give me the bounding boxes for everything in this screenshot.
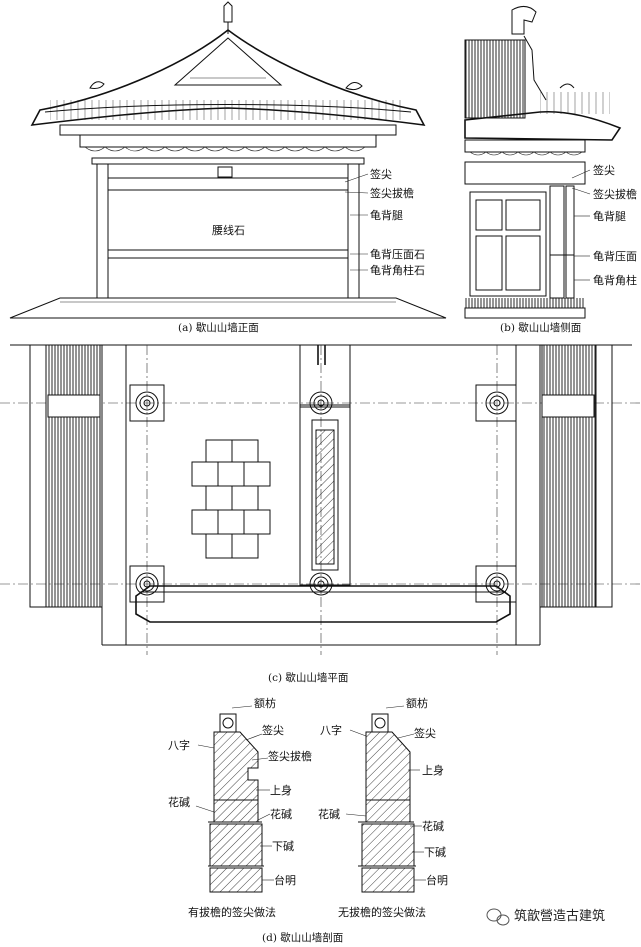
label-a-guibei-yamianshi: 龟背压面石 xyxy=(370,247,425,261)
label-b-guibei-yamian: 龟背压面 xyxy=(593,249,637,263)
label-dr-taiming: 台明 xyxy=(426,873,448,887)
label-a-qianjian: 签尖 xyxy=(370,167,392,181)
label-a-yaoxianshi: 腰线石 xyxy=(212,223,245,237)
label-dr-qianjian: 签尖 xyxy=(414,726,436,740)
label-b-qianjian-baiyan: 签尖拔檐 xyxy=(593,187,637,201)
caption-a: (a) 歇山山墙正面 xyxy=(178,321,259,334)
label-dr-xiajian: 下碱 xyxy=(424,846,446,859)
panel-c-plan xyxy=(0,344,641,655)
label-a-qianjian-baiyan: 签尖拔檐 xyxy=(370,186,414,200)
label-dl-efang: 额枋 xyxy=(254,696,276,710)
label-dl-bazi: 八字 xyxy=(168,738,190,752)
label-dl-qianjian-baiyan: 签尖拔檐 xyxy=(268,749,312,763)
panel-d-left-section xyxy=(195,705,274,893)
label-dl-shangshen: 上身 xyxy=(270,783,292,797)
label-dl-taiming: 台明 xyxy=(274,873,296,887)
watermark-text: 筑歆營造古建筑 xyxy=(514,908,605,924)
label-dl-huajian-1: 花碱 xyxy=(168,796,190,809)
panel-a-front-elevation xyxy=(9,1,447,319)
panel-b-side-elevation xyxy=(464,6,622,319)
panel-d-right-section xyxy=(345,705,426,893)
label-dl-xiajian: 下碱 xyxy=(272,840,294,853)
label-dr-bazi: 八字 xyxy=(320,723,342,737)
label-b-guibeitui: 龟背腿 xyxy=(593,209,626,223)
label-dr-shangshen: 上身 xyxy=(422,763,444,777)
title-dl: 有拔檐的签尖做法 xyxy=(188,905,276,919)
label-dl-qianjian: 签尖 xyxy=(262,723,284,737)
title-dr: 无拔檐的签尖做法 xyxy=(338,905,426,919)
label-dl-huajian-2: 花碱 xyxy=(270,808,292,821)
label-dr-huajian-2: 花碱 xyxy=(422,820,444,833)
label-a-guibeitui: 龟背腿 xyxy=(370,208,403,222)
caption-c: (c) 歇山山墙平面 xyxy=(268,671,348,684)
caption-d: (d) 歇山山墙剖面 xyxy=(262,931,343,944)
label-dr-efang: 额枋 xyxy=(406,696,428,710)
label-b-qianjian: 签尖 xyxy=(593,163,615,177)
wechat-icon xyxy=(486,908,510,926)
label-b-guibei-jiaozhu: 龟背角柱 xyxy=(593,273,637,287)
label-a-guibei-jiaozhushi: 龟背角柱石 xyxy=(370,263,425,277)
caption-b: (b) 歇山山墙侧面 xyxy=(500,321,581,334)
label-dr-huajian-1: 花碱 xyxy=(318,808,340,821)
